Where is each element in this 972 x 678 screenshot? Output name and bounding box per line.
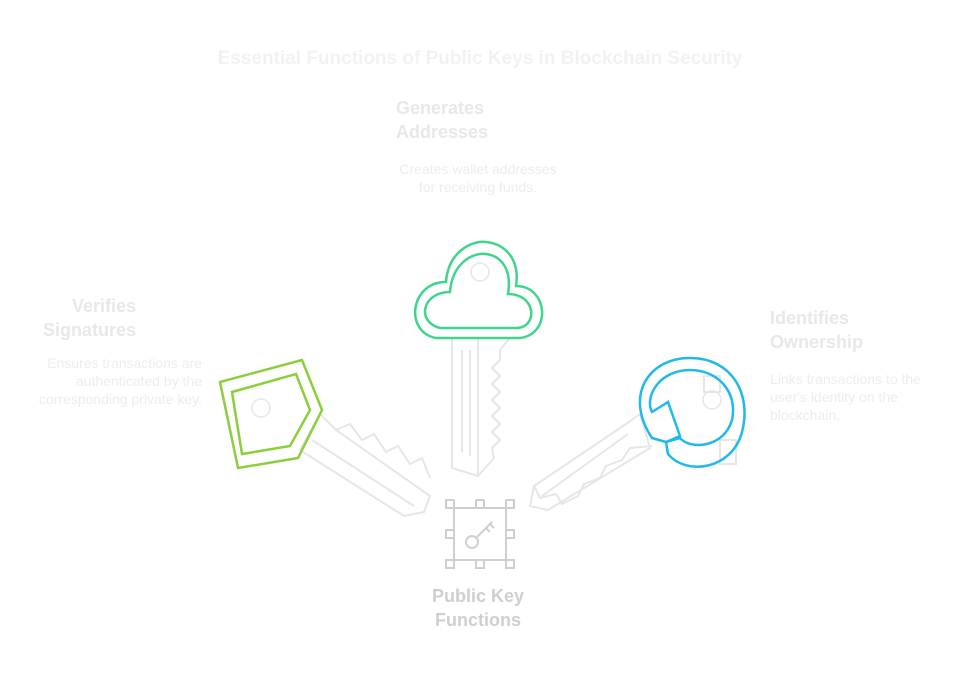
branch-desc-addresses: Creates wallet addresses for receiving f… xyxy=(399,161,557,195)
branch-title-ownership: Identifies Ownership xyxy=(770,308,864,352)
branch-desc-signatures: Ensures transactions are authenticated b… xyxy=(38,355,202,407)
cloud-key-icon xyxy=(413,240,544,340)
branch-desc-ownership: Links transactions to the user's identit… xyxy=(770,371,921,423)
diagram-title: Essential Functions of Public Keys in Bl… xyxy=(217,48,743,69)
pentagon-key-icon xyxy=(218,358,324,470)
right-key-shaft xyxy=(528,375,737,512)
center-label: Public Key Functions xyxy=(431,586,525,630)
key-chip-icon xyxy=(445,499,515,569)
top-key-shaft xyxy=(451,337,513,478)
branch-title-signatures: Verifies Signatures xyxy=(42,296,136,340)
branch-title-addresses: Generates Addresses xyxy=(396,98,489,142)
left-key-shaft xyxy=(298,412,432,518)
round-key-icon xyxy=(638,356,746,468)
